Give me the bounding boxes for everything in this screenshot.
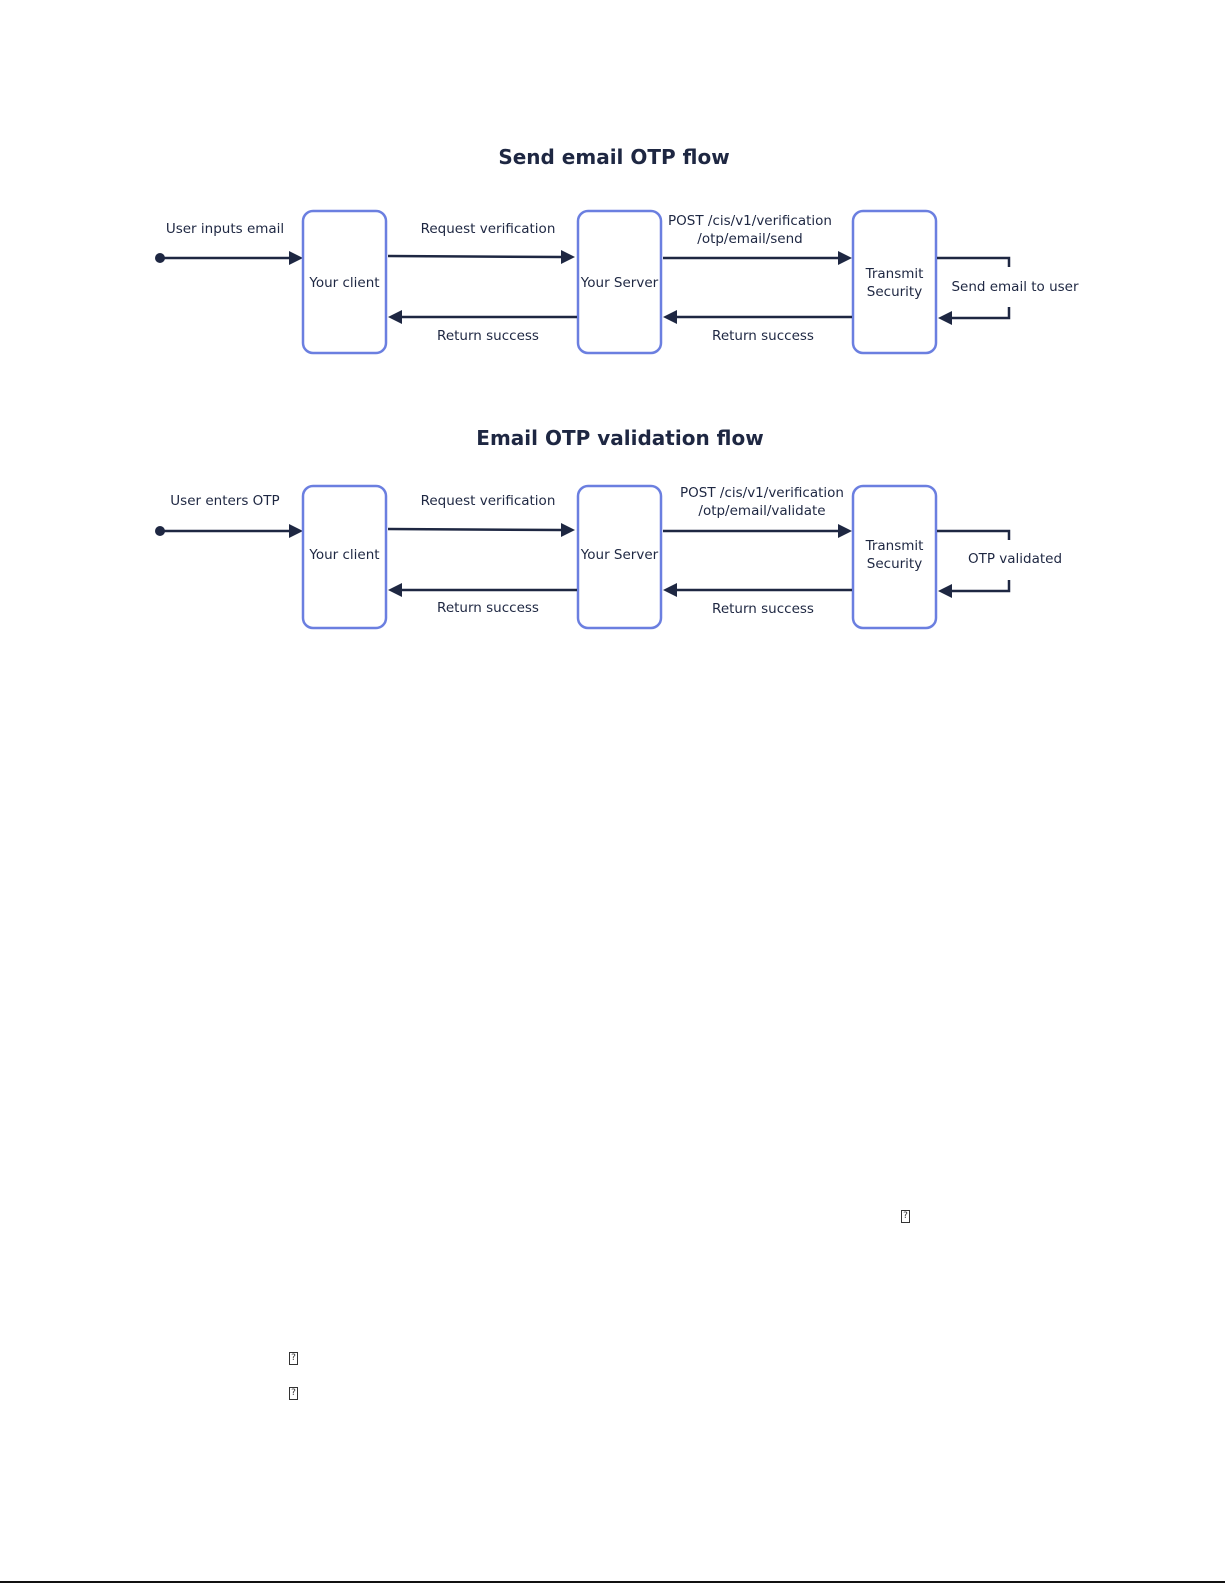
loop-return-line xyxy=(950,307,1011,320)
flow-title: Send email OTP flow xyxy=(498,145,729,169)
server-label: Your Server xyxy=(580,275,659,291)
loop-line xyxy=(937,256,1011,267)
loop-label: Send email to user xyxy=(951,279,1079,295)
api-line-1: POST /cis/v1/verification xyxy=(668,213,832,229)
provider-label-line1: Transmit xyxy=(865,538,924,554)
client-return-label: Return success xyxy=(437,600,539,616)
server-return-arrowhead xyxy=(663,583,677,597)
client-label: Your client xyxy=(308,275,379,291)
missing-glyph-icon: ? xyxy=(289,1387,298,1400)
server-label: Your Server xyxy=(580,547,659,563)
provider-label-line2: Security xyxy=(867,556,922,572)
api-line-2: /otp/email/send xyxy=(697,231,802,247)
api-line-2: /otp/email/validate xyxy=(698,503,825,519)
request-arrowhead xyxy=(561,250,575,264)
api-line-1: POST /cis/v1/verification xyxy=(680,485,844,501)
api-arrowhead xyxy=(838,251,852,265)
client-return-arrowhead xyxy=(388,583,402,597)
loop-return-arrowhead xyxy=(938,584,952,598)
client-return-arrowhead xyxy=(388,310,402,324)
request-arrow xyxy=(387,254,562,259)
send-otp-flow-diagram: Send email OTP flow User inputs email Yo… xyxy=(155,145,1079,355)
loop-return-arrowhead xyxy=(938,311,952,325)
request-arrow xyxy=(387,527,562,532)
server-return-label: Return success xyxy=(712,601,814,617)
request-arrowhead xyxy=(561,523,575,537)
provider-box xyxy=(851,209,938,355)
input-arrowhead xyxy=(289,251,303,265)
provider-label-line2: Security xyxy=(867,284,922,300)
server-return-arrowhead xyxy=(663,310,677,324)
missing-glyph-icon: ? xyxy=(901,1210,910,1223)
flow-title: Email OTP validation flow xyxy=(476,426,763,450)
provider-label-line1: Transmit xyxy=(865,266,924,282)
client-box xyxy=(301,484,388,630)
footer-rule xyxy=(0,1581,1225,1583)
request-label: Request verification xyxy=(421,493,556,509)
input-arrowhead xyxy=(289,524,303,538)
client-box xyxy=(301,209,388,355)
input-label: User enters OTP xyxy=(170,493,279,509)
validate-otp-flow-diagram: Email OTP validation flow User enters OT… xyxy=(155,426,1062,630)
api-arrowhead xyxy=(838,524,852,538)
loop-return-line xyxy=(950,580,1011,593)
server-box xyxy=(576,209,663,355)
loop-line xyxy=(937,529,1011,540)
client-return-label: Return success xyxy=(437,328,539,344)
server-return-label: Return success xyxy=(712,328,814,344)
input-label: User inputs email xyxy=(166,221,284,237)
request-label: Request verification xyxy=(421,221,556,237)
missing-glyph-icon: ? xyxy=(289,1352,298,1365)
server-box xyxy=(576,484,663,630)
client-label: Your client xyxy=(308,547,379,563)
provider-box xyxy=(851,484,938,630)
loop-label: OTP validated xyxy=(968,551,1062,567)
